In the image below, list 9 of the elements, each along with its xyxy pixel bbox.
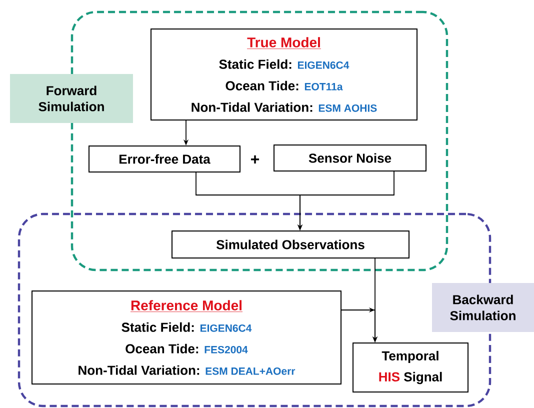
region-label: Backward Simulation [432, 283, 534, 332]
region-label: Forward Simulation [10, 74, 133, 123]
result-box: Temporal HIS Signal [352, 342, 468, 392]
plus-sign: + [251, 155, 260, 164]
process-box: Simulated Observations [172, 230, 410, 258]
model-box: True Model Static Field: EIGEN6C4 Ocean Tide: EOT11a Non-Tidal Variation: ESM AOHIS [150, 28, 418, 120]
process-box: Error-free Data [88, 146, 240, 172]
process-box: Sensor Noise [274, 144, 426, 172]
model-box: Reference Model Static Field: EIGEN6C4 Ocean Tide: FES2004 Non-Tidal Variation: ESM DEAL+AOerr [32, 290, 342, 384]
